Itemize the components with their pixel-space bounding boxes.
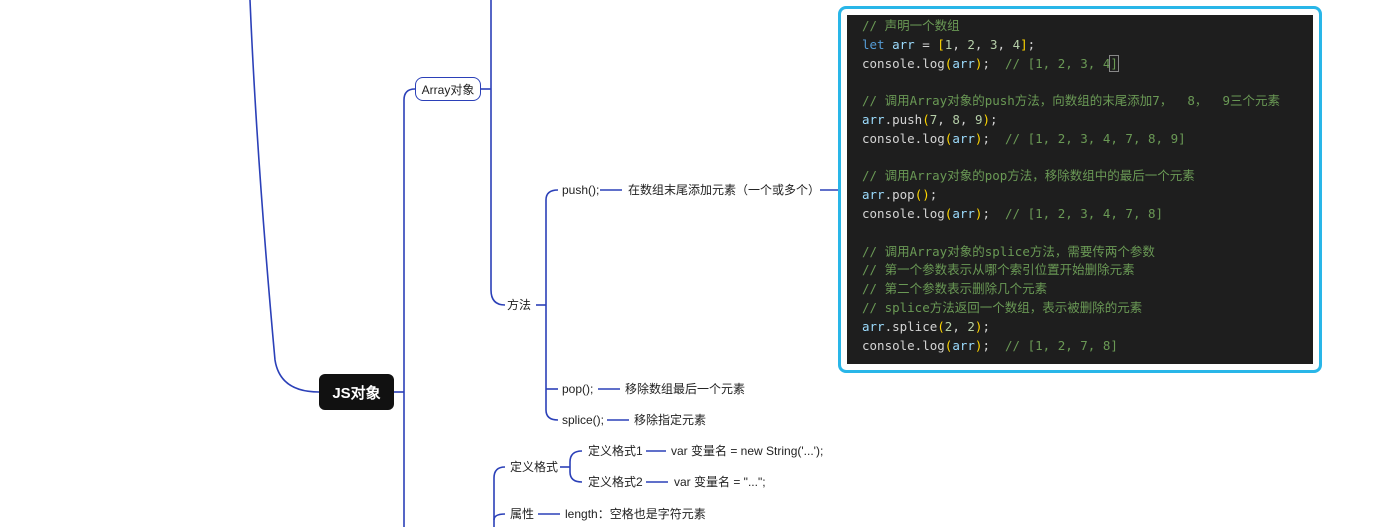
method-splice-desc[interactable]: 移除指定元素 bbox=[634, 413, 707, 427]
code-block: // 声明一个数组 let arr = [1, 2, 3, 4]; consol… bbox=[847, 15, 1313, 364]
method-splice-node[interactable]: splice(); bbox=[562, 413, 605, 427]
code-line: console.log(arr); // [1, 2, 3, 4, 7, 8, … bbox=[862, 130, 1186, 146]
connector-def-up bbox=[569, 450, 583, 467]
code-line: // 调用Array对象的push方法，向数组的末尾添加7， 8， 9三个元素 bbox=[862, 93, 1280, 109]
root-node[interactable]: JS对象 bbox=[319, 374, 394, 410]
definition-1-value[interactable]: var 变量名 = new String('...'); bbox=[671, 444, 824, 458]
connector-top-to-root bbox=[249, 0, 320, 393]
definition-2-value[interactable]: var 变量名 = "..."; bbox=[674, 475, 766, 489]
connector-methods-down bbox=[545, 305, 559, 421]
code-line: // 第二个参数表示删除几个元素 bbox=[862, 281, 1048, 297]
connector-methods-up bbox=[545, 189, 559, 305]
code-line: console.log(arr); // [1, 2, 3, 4, 7, 8] bbox=[862, 205, 1164, 221]
code-line bbox=[862, 224, 1313, 243]
code-line: arr.push(7, 8, 9); bbox=[862, 111, 998, 127]
connector-lower-prop bbox=[493, 513, 506, 521]
code-line: // 调用Array对象的splice方法，需要传两个参数 bbox=[862, 243, 1155, 259]
definition-1-node[interactable]: 定义格式1 bbox=[588, 444, 643, 458]
method-pop-desc[interactable]: 移除数组最后一个元素 bbox=[625, 382, 746, 396]
code-line: arr.pop(); bbox=[862, 187, 938, 203]
code-line bbox=[862, 149, 1313, 168]
code-line: console.log(arr); // [1, 2, 3, 4] bbox=[862, 54, 1119, 72]
code-line: arr.splice(2, 2); bbox=[862, 318, 990, 334]
connector-array-down bbox=[490, 89, 506, 306]
code-line bbox=[862, 73, 1313, 92]
method-pop-node[interactable]: pop(); bbox=[562, 382, 594, 396]
connector-spine bbox=[403, 88, 416, 527]
methods-node[interactable]: 方法 bbox=[507, 298, 532, 312]
array-object-node[interactable]: Array对象 bbox=[415, 77, 481, 101]
code-line: // 第一个参数表示从哪个索引位置开始删除元素 bbox=[862, 262, 1135, 278]
code-line: // splice方法返回一个数组，表示被删除的元素 bbox=[862, 299, 1143, 315]
code-line: let arr = [1, 2, 3, 4]; bbox=[862, 36, 1036, 52]
code-line: console.log(arr); // [1, 2, 7, 8] bbox=[862, 337, 1118, 353]
method-push-desc[interactable]: 在数组末尾添加元素（一个或多个） bbox=[628, 183, 821, 197]
method-push-node[interactable]: push(); bbox=[562, 183, 600, 197]
definition-2-node[interactable]: 定义格式2 bbox=[588, 475, 643, 489]
connector-lower-branch bbox=[493, 466, 506, 527]
connector-def-down bbox=[569, 467, 583, 483]
code-line: // 声明一个数组 bbox=[862, 18, 960, 33]
property-value[interactable]: length：空格也是字符元素 bbox=[565, 507, 706, 521]
code-line: // 调用Array对象的pop方法，移除数组中的最后一个元素 bbox=[862, 168, 1195, 184]
definition-node[interactable]: 定义格式 bbox=[510, 460, 559, 474]
property-node[interactable]: 属性 bbox=[510, 507, 535, 521]
